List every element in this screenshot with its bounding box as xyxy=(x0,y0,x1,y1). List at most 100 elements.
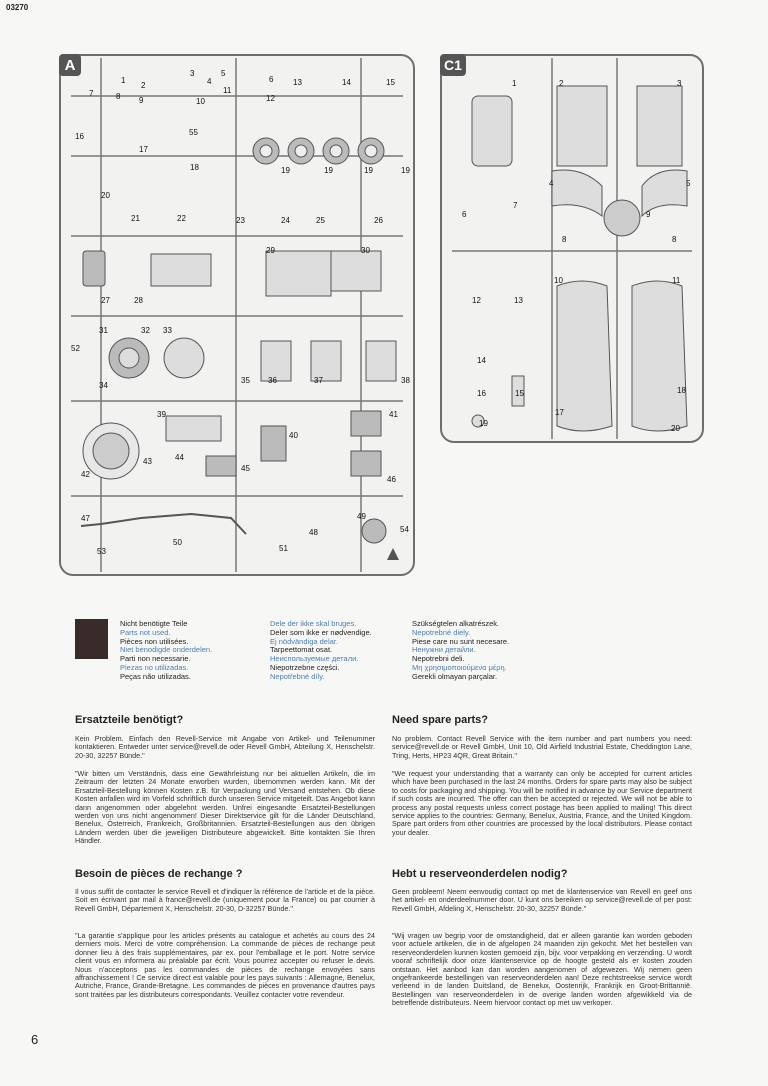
legend-item: Gerekli olmayan parçalar. xyxy=(412,671,498,681)
part-number: 11 xyxy=(672,276,681,285)
legend-item: Niet benodigde onderdelen. xyxy=(120,645,213,655)
part-number: 7 xyxy=(89,89,94,98)
part-number: 38 xyxy=(401,376,410,385)
legend-item: Nepotrebné diely. xyxy=(412,627,471,637)
legend-item: Niepotrzebne części. xyxy=(270,662,340,672)
sprue-a-frame: A xyxy=(59,54,415,576)
sprue-c1-frame: C1 1 2 3 4 5 6 7 8 8 9 10 11 12 13 14 15… xyxy=(440,54,704,443)
section-de-intro: Kein Problem. Einfach den Revell-Service… xyxy=(75,734,375,760)
part-number: 9 xyxy=(646,210,651,219)
sprue-a-drawing xyxy=(71,58,403,572)
part-number: 40 xyxy=(289,431,298,440)
legend-item: Szükségtelen alkatrészek. xyxy=(412,619,500,628)
part-number: 4 xyxy=(207,77,212,86)
part-number: 34 xyxy=(99,381,108,390)
part-number: 27 xyxy=(101,296,110,305)
part-number: 3 xyxy=(677,79,682,88)
part-number: 1 xyxy=(512,79,517,88)
part-number: 49 xyxy=(357,512,366,521)
part-number: 47 xyxy=(81,514,90,523)
part-number: 50 xyxy=(173,538,182,547)
part-number: 2 xyxy=(141,81,146,90)
part-number: 16 xyxy=(477,389,486,398)
section-title-de: Ersatzteile benötigt? xyxy=(75,714,184,726)
part-number: 55 xyxy=(189,128,198,137)
part-number: 25 xyxy=(316,216,325,225)
part-number: 31 xyxy=(99,326,108,335)
legend-item: Dele der ikke skal bruges. xyxy=(270,619,357,628)
part-number: 54 xyxy=(400,525,409,534)
part-number: 51 xyxy=(279,544,288,553)
part-number: 41 xyxy=(389,410,398,419)
legend-item: Peças não utilizadas. xyxy=(120,671,191,681)
part-number: 2 xyxy=(559,79,564,88)
section-nl-body: "Wij vragen uw begrip voor de omstandigh… xyxy=(392,931,692,1008)
part-number: 8 xyxy=(562,235,567,244)
part-number: 1 xyxy=(121,76,126,85)
part-number: 12 xyxy=(472,296,481,305)
legend-item: Piezas no utilizadas. xyxy=(120,662,189,672)
legend-item: Неиспользуемые детали. xyxy=(270,654,359,664)
part-number: 35 xyxy=(241,376,250,385)
section-nl-intro: Geen probleem! Neem eenvoudig contact op… xyxy=(392,887,692,913)
part-number: 20 xyxy=(671,424,680,433)
part-number: 19 xyxy=(324,166,333,175)
legend-item: Piese care nu sunt necesare. xyxy=(412,636,510,646)
part-number: 21 xyxy=(131,214,140,223)
part-number: 13 xyxy=(293,78,302,87)
part-number: 45 xyxy=(241,464,250,473)
legend-column-2: Dele der ikke skal bruges. Deler som ikk… xyxy=(270,619,372,682)
part-number: 19 xyxy=(479,419,488,428)
legend-item: Parts not used. xyxy=(120,627,171,637)
part-number: 23 xyxy=(236,216,245,225)
part-number: 22 xyxy=(177,214,186,223)
legend-item: Deler som ikke er nødvendige. xyxy=(270,627,372,637)
part-number: 17 xyxy=(555,408,564,417)
part-number: 36 xyxy=(268,376,277,385)
page-number: 6 xyxy=(31,1032,39,1047)
part-number: 17 xyxy=(139,145,148,154)
part-number: 14 xyxy=(342,78,351,87)
legend-column-3: Szükségtelen alkatrészek. Nepotrebné die… xyxy=(412,619,510,682)
part-number: 44 xyxy=(175,453,184,462)
part-number: 16 xyxy=(75,132,84,141)
page-code: 03270 xyxy=(6,3,29,12)
part-number: 6 xyxy=(269,75,274,84)
legend-item: Nicht benötigte Teile xyxy=(120,619,188,628)
part-number: 3 xyxy=(190,69,195,78)
part-number: 20 xyxy=(101,191,110,200)
legend-item: Parti non necessarie. xyxy=(120,654,191,664)
unused-parts-swatch xyxy=(75,619,108,659)
part-number: 14 xyxy=(477,356,486,365)
section-fr-intro: Il vous suffit de contacter le service R… xyxy=(75,887,375,913)
part-number: 8 xyxy=(116,92,121,101)
part-number: 29 xyxy=(266,246,275,255)
part-number: 24 xyxy=(281,216,290,225)
part-number: 8 xyxy=(672,235,677,244)
section-title-en: Need spare parts? xyxy=(392,714,488,726)
part-number: 5 xyxy=(686,179,691,188)
part-number: 5 xyxy=(221,69,226,78)
part-number: 30 xyxy=(361,246,370,255)
part-number: 48 xyxy=(309,528,318,537)
legend-item: Ненужни детайли. xyxy=(412,645,476,655)
part-number: 12 xyxy=(266,94,275,103)
part-number: 6 xyxy=(462,210,467,219)
part-number: 32 xyxy=(141,326,150,335)
sprue-c1-label: C1 xyxy=(440,54,466,76)
part-number: 28 xyxy=(134,296,143,305)
part-number: 10 xyxy=(196,97,205,106)
legend-item: Tarpeettomat osat. xyxy=(270,645,333,655)
part-number: 52 xyxy=(71,344,80,353)
legend-item: Ej nödvändiga delar. xyxy=(270,636,338,646)
part-number: 39 xyxy=(157,410,166,419)
part-number: 9 xyxy=(139,96,144,105)
part-number: 19 xyxy=(281,166,290,175)
section-title-fr: Besoin de pièces de rechange ? xyxy=(75,868,243,880)
section-fr-body: "La garantie s'applique pour les article… xyxy=(75,931,375,999)
part-number: 37 xyxy=(314,376,323,385)
part-number: 10 xyxy=(554,276,563,285)
part-number: 43 xyxy=(143,457,152,466)
part-number: 4 xyxy=(549,179,554,188)
section-en-intro: No problem. Contact Revell Service with … xyxy=(392,734,692,760)
